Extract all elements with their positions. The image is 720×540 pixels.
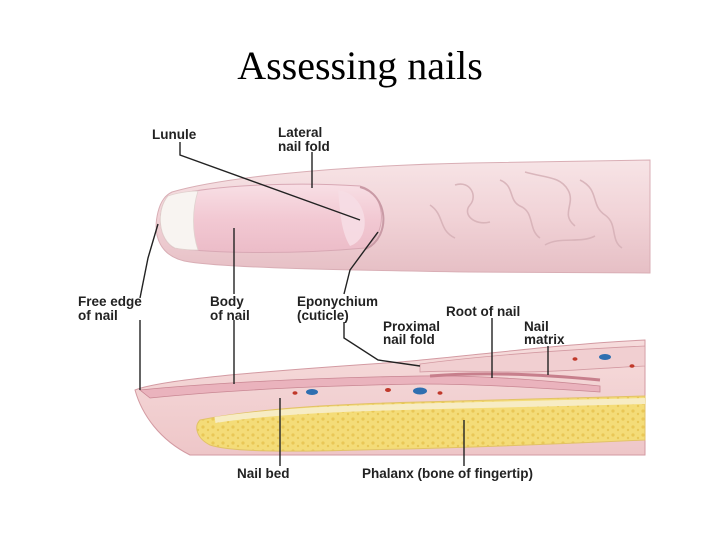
finger-top-view (155, 159, 651, 274)
section-nail-plate (138, 375, 601, 399)
blood-vessels (292, 354, 635, 395)
label-proximal-line1: Proximal (383, 319, 440, 334)
section-proximal-fold (419, 345, 646, 373)
label-matrix-line1: Nail (524, 319, 549, 334)
label-nail-bed: Nail bed (237, 466, 290, 481)
cuticle (359, 186, 385, 250)
leader-lunule (179, 142, 361, 221)
knuckle-wrinkles (429, 171, 623, 249)
label-free-edge-line2: of nail (78, 308, 118, 323)
free-edge-tip (159, 190, 199, 251)
section-bone-cortex (214, 398, 646, 423)
finger-cross-section (134, 339, 646, 456)
label-matrix-line2: matrix (524, 332, 565, 347)
page-title: Assessing nails (237, 43, 483, 88)
label-body-line2: of nail (210, 308, 250, 323)
leader-proximal-fold (343, 322, 421, 367)
label-eponychium-line2: (cuticle) (297, 308, 349, 323)
label-free-edge-line1: Free edge (78, 294, 142, 309)
label-eponychium-line1: Eponychium (297, 294, 378, 309)
labels: Lunule Lateral nail fold Free edge of na… (78, 125, 565, 481)
label-body-line1: Body (210, 294, 244, 309)
label-lateral-fold-line2: nail fold (278, 139, 330, 154)
label-root: Root of nail (446, 304, 520, 319)
leader-free-edge (139, 223, 159, 299)
label-phalanx: Phalanx (bone of fingertip) (362, 466, 533, 481)
label-proximal-line2: nail fold (383, 332, 435, 347)
section-nail-root (429, 372, 601, 382)
leader-lines (139, 142, 549, 466)
label-lateral-fold-line1: Lateral (278, 125, 322, 140)
label-lunule: Lunule (152, 127, 197, 142)
leader-eponychium (343, 231, 379, 295)
lunule (338, 190, 365, 246)
